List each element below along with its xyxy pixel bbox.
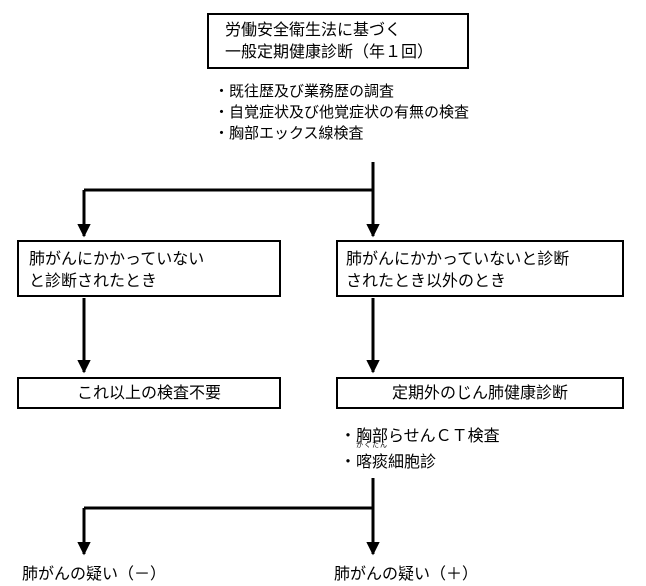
no-further-exam-label: これ以上の検査不要 (76, 383, 221, 402)
split-line-bottom (84, 478, 375, 510)
sputum-word: かくたん喀痰 (356, 441, 389, 475)
general-checkup-box: 労働安全衛生法に基づく 一般定期健康診断（年１回） (207, 13, 469, 69)
right-branch-line1: 肺がんにかかっていないと診断 (346, 249, 570, 268)
general-checkup-title-line2: 一般定期健康診断（年１回） (225, 42, 434, 61)
general-checkup-title-line1: 労働安全衛生法に基づく (225, 20, 402, 39)
no-further-exam-box: これ以上の検査不要 (17, 377, 281, 409)
exam-item: ・既往歴及び業務歴の調査 (214, 82, 395, 100)
left-branch-line1: 肺がんにかかっていない (29, 249, 205, 268)
followup-item-sputum: ・かくたん喀痰細胞診 (340, 441, 500, 475)
right-branch-box: 肺がんにかかっていないと診断 されたとき以外のとき (336, 240, 624, 297)
pneumoconiosis-checkup-label: 定期外のじん肺健康診断 (391, 383, 568, 402)
left-branch-box: 肺がんにかかっていない と診断されたとき (17, 240, 281, 297)
pneumoconiosis-checkup-box: 定期外のじん肺健康診断 (336, 377, 624, 409)
left-branch-line2: と診断されたとき (29, 271, 158, 290)
followup-item-sputum-prefix: ・ (340, 452, 357, 471)
followup-items-list: ・胸部らせんＣＴ検査 ・かくたん喀痰細胞診 (340, 423, 500, 475)
outcome-negative-label: 肺がんの疑い（－） (22, 564, 167, 583)
right-branch-line2: されたとき以外のとき (346, 271, 507, 290)
exam-item: ・自覚症状及び他覚症状の有無の検査 (214, 103, 470, 121)
sputum-reading: かくたん (356, 441, 389, 449)
exam-item: ・胸部エックス線検査 (214, 124, 364, 142)
sputum-base: 喀痰 (356, 452, 389, 471)
followup-item-sputum-suffix: 細胞診 (388, 452, 437, 471)
outcome-positive-label: 肺がんの疑い（＋） (334, 564, 479, 583)
followup-item-ct: ・胸部らせんＣＴ検査 (340, 426, 500, 445)
exam-items-list: ・既往歴及び業務歴の調査 ・自覚症状及び他覚症状の有無の検査 ・胸部エックス線検… (214, 81, 469, 144)
split-line-top (84, 162, 375, 192)
